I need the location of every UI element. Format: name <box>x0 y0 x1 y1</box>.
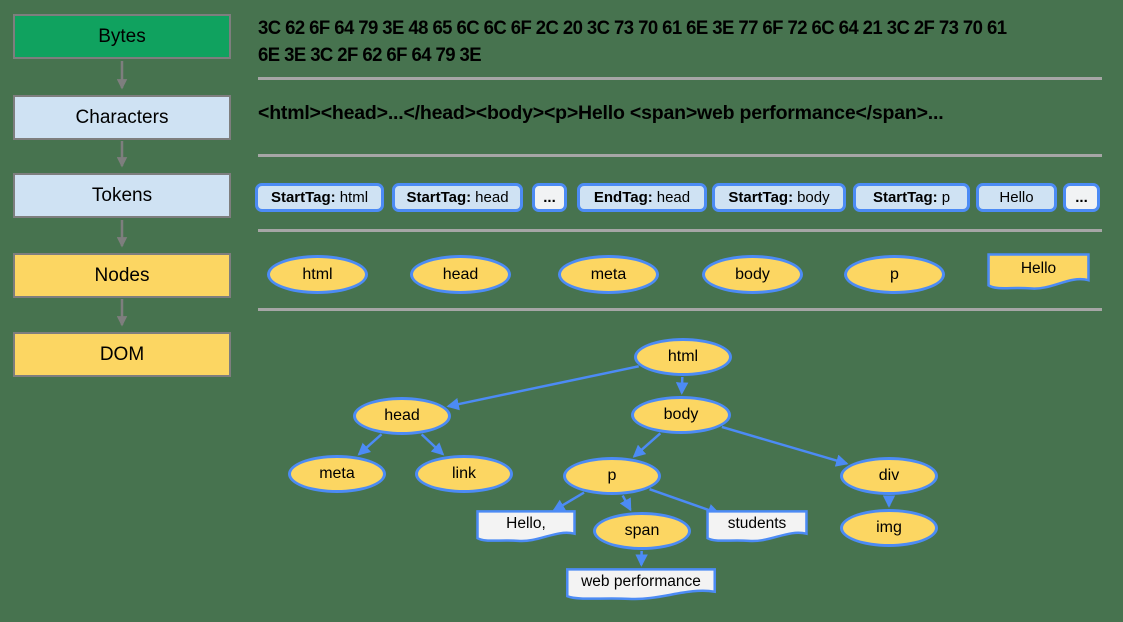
node-head: head <box>410 255 511 294</box>
pipeline-stage-characters: Characters <box>13 95 231 140</box>
pipeline-stage-dom: DOM <box>13 332 231 377</box>
tree-edge-p-hello-text <box>552 491 585 512</box>
dom-node-html: html <box>634 338 732 376</box>
separator-characters <box>258 154 1102 157</box>
node-body: body <box>702 255 803 294</box>
node-html: html <box>267 255 368 294</box>
token-type-label: ... <box>1075 189 1088 206</box>
token-ellipsis: ... <box>532 183 567 212</box>
tree-edge-html-head <box>446 365 639 411</box>
token-type-label: StartTag: <box>406 189 472 206</box>
dom-webperf-text: web performance <box>565 568 717 602</box>
dom-node-span: span <box>593 512 691 550</box>
separator-nodes <box>258 308 1102 311</box>
bytes-hex-line2: 6E 3E 3C 2F 62 6F 64 79 3E <box>258 44 482 66</box>
node-label: meta <box>319 465 355 482</box>
stage-label: Bytes <box>98 25 146 47</box>
token-value: Hello <box>999 189 1034 206</box>
dom-node-img: img <box>840 509 938 547</box>
tree-edge-head-link <box>420 433 445 456</box>
node-label: body <box>663 406 699 423</box>
stage-label: Nodes <box>94 264 150 286</box>
node-label: link <box>451 465 476 482</box>
node-label: div <box>878 467 900 484</box>
tree-edge-p-span <box>619 494 632 512</box>
node-label: span <box>624 522 660 539</box>
dom-hello-text: Hello, <box>476 510 576 544</box>
node-meta: meta <box>558 255 659 294</box>
token-body: StartTag:body <box>712 183 846 212</box>
pipeline-stage-bytes: Bytes <box>13 14 231 59</box>
document-shape <box>706 510 808 544</box>
node-p: p <box>844 255 945 294</box>
text-node-label: students <box>727 514 787 532</box>
dom-students-text: students <box>706 510 808 544</box>
dom-node-link: link <box>415 455 513 493</box>
dom-node-body: body <box>631 396 731 434</box>
node-label: p <box>890 265 899 283</box>
tree-edge-body-div <box>721 425 849 467</box>
pipeline-stage-tokens: Tokens <box>13 173 231 218</box>
text-node-label: Hello <box>1020 259 1057 277</box>
dom-node-p: p <box>563 457 661 495</box>
token-head: EndTag:head <box>577 183 707 212</box>
token-value: head <box>656 189 691 206</box>
token-value: p <box>941 189 951 206</box>
separator-bytes <box>258 77 1102 80</box>
token-type-label: StartTag: <box>872 189 938 206</box>
dom-node-meta: meta <box>288 455 386 493</box>
dom-node-head: head <box>353 397 451 435</box>
text-node-label: web performance <box>581 572 701 590</box>
token-value: html <box>339 189 369 206</box>
separator-tokens <box>258 229 1102 232</box>
node-label: meta <box>590 265 627 283</box>
document-shape <box>476 510 576 544</box>
node-label: head <box>384 407 420 424</box>
token-value: body <box>797 189 830 206</box>
token-html: StartTag:html <box>255 183 384 212</box>
tree-edge-html-body <box>675 376 689 395</box>
bytes-hex-line1: 3C 62 6F 64 79 3E 48 65 6C 6C 6F 2C 20 3… <box>258 17 1007 39</box>
token-value: head <box>475 189 509 206</box>
token-type-label: EndTag: <box>593 189 653 206</box>
text-node-label: Hello, <box>506 514 546 532</box>
dom-node-div: div <box>840 457 938 495</box>
token-type-label: StartTag: <box>270 189 336 206</box>
token-head: StartTag:head <box>392 183 523 212</box>
stage-label: Characters <box>75 106 169 128</box>
token-type-label: ... <box>543 189 556 206</box>
node-label: head <box>442 265 479 283</box>
stage-label: DOM <box>99 343 145 365</box>
node-label: body <box>735 265 770 283</box>
characters-string: <html><head>...</head><body><p>Hello <sp… <box>258 102 944 124</box>
token-type-label: StartTag: <box>728 189 794 206</box>
node-label: html <box>302 265 333 283</box>
token-Hello: Hello <box>976 183 1057 212</box>
pipeline-stage-nodes: Nodes <box>13 253 231 298</box>
node-label: img <box>876 519 902 536</box>
token-p: StartTag:p <box>853 183 970 212</box>
node-label: html <box>667 348 699 365</box>
text-node-hello: Hello <box>987 253 1090 292</box>
token-ellipsis: ... <box>1063 183 1100 212</box>
node-label: p <box>607 467 617 484</box>
document-shape <box>987 253 1090 292</box>
document-shape <box>565 568 717 602</box>
stage-label: Tokens <box>91 184 153 206</box>
tree-edge-body-p <box>632 432 662 458</box>
tree-edge-head-meta <box>357 433 383 456</box>
